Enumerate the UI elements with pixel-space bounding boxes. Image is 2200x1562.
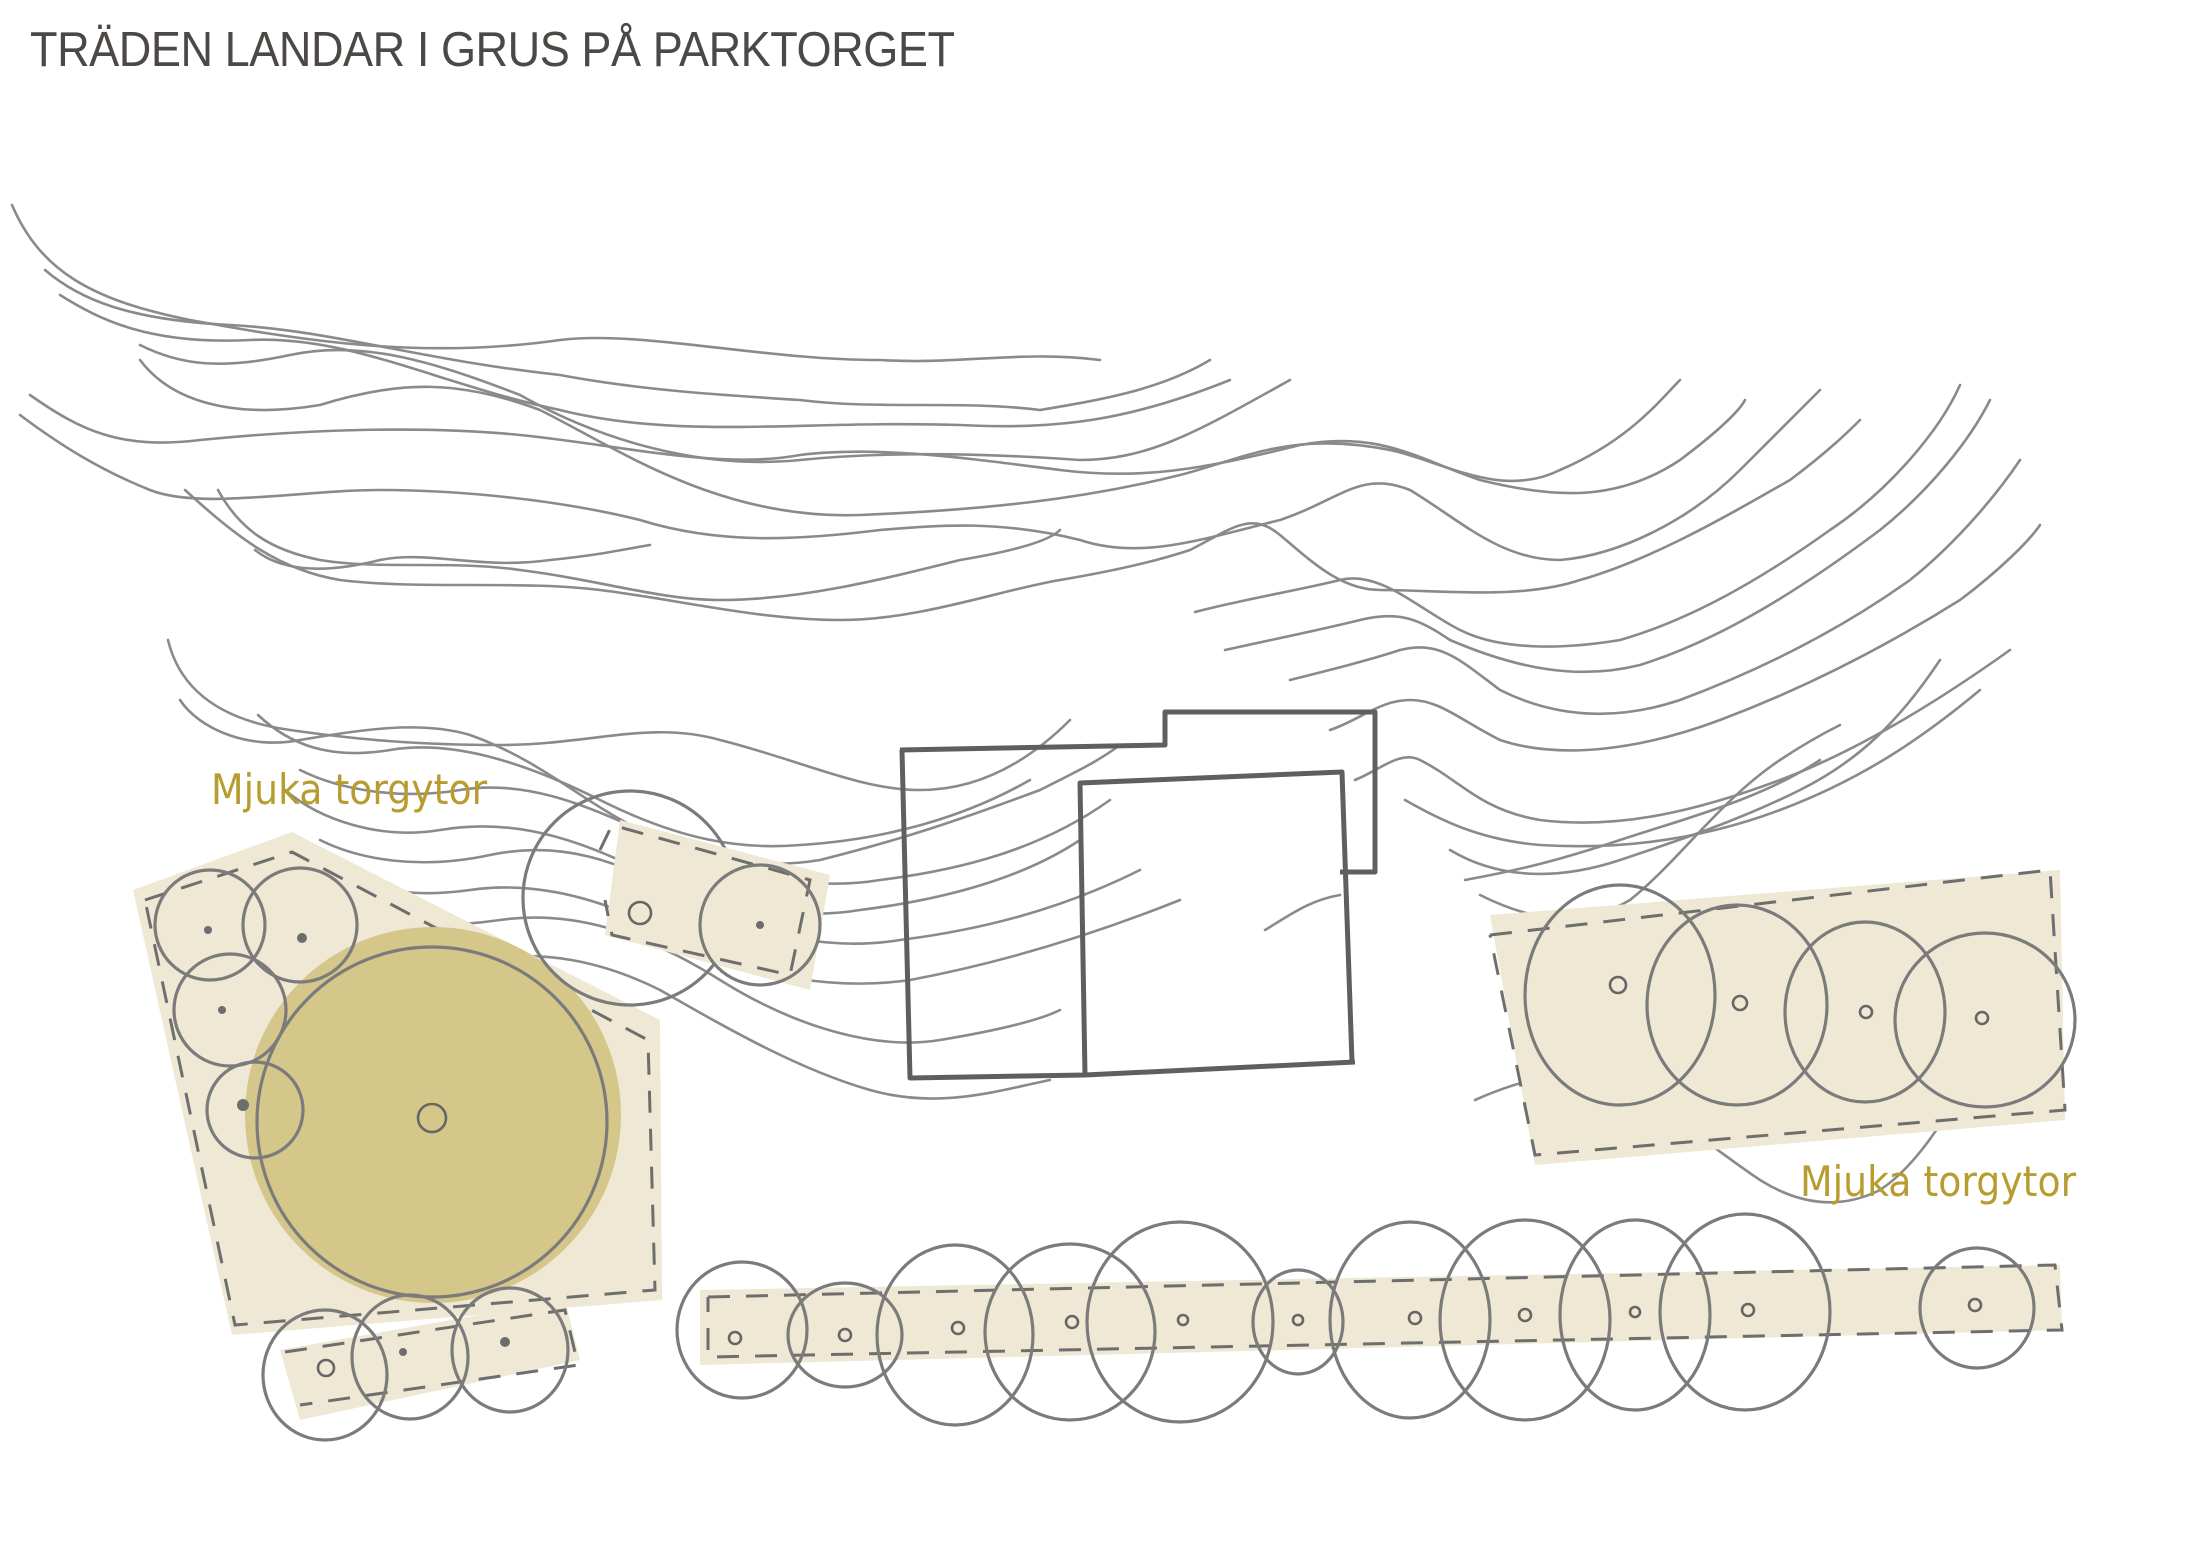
feature-tree-canopy <box>245 927 621 1303</box>
tree-row-bottom <box>675 1212 2064 1427</box>
tree-row-bottom-left <box>261 1286 580 1442</box>
building-footprint <box>899 709 1378 1081</box>
soft-area-small-strip <box>521 789 830 1007</box>
soft-area-right <box>1488 868 2077 1165</box>
page-title: TRÄDEN LANDAR I GRUS PÅ PARKTORGET <box>30 23 955 77</box>
soft-area-label-right: Mjuka torgytor <box>1800 1157 2077 1206</box>
soft-area-label-left: Mjuka torgytor <box>211 765 488 814</box>
soft-area-left <box>133 832 662 1335</box>
